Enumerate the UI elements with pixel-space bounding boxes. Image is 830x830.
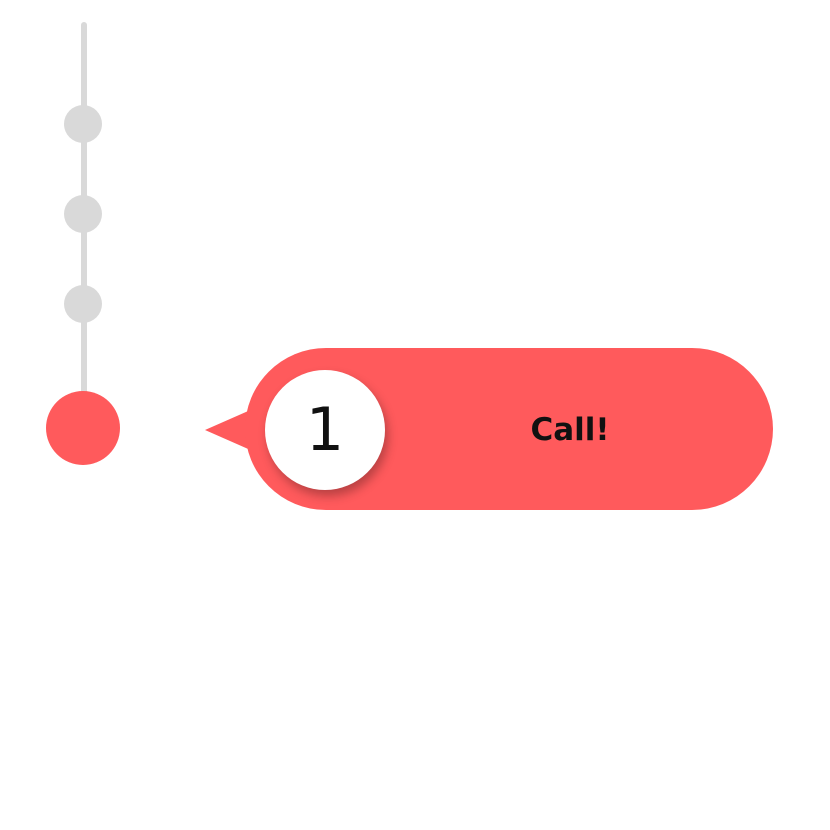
step-number-badge: 1 [265,370,385,490]
timeline-step-dot-inactive[interactable] [64,285,102,323]
step-number: 1 [305,395,345,465]
timeline-step-dot-active[interactable] [46,391,120,465]
timeline-step-dot-inactive[interactable] [64,105,102,143]
step-label: Call! [530,412,610,448]
timeline-step-dot-inactive[interactable] [64,195,102,233]
